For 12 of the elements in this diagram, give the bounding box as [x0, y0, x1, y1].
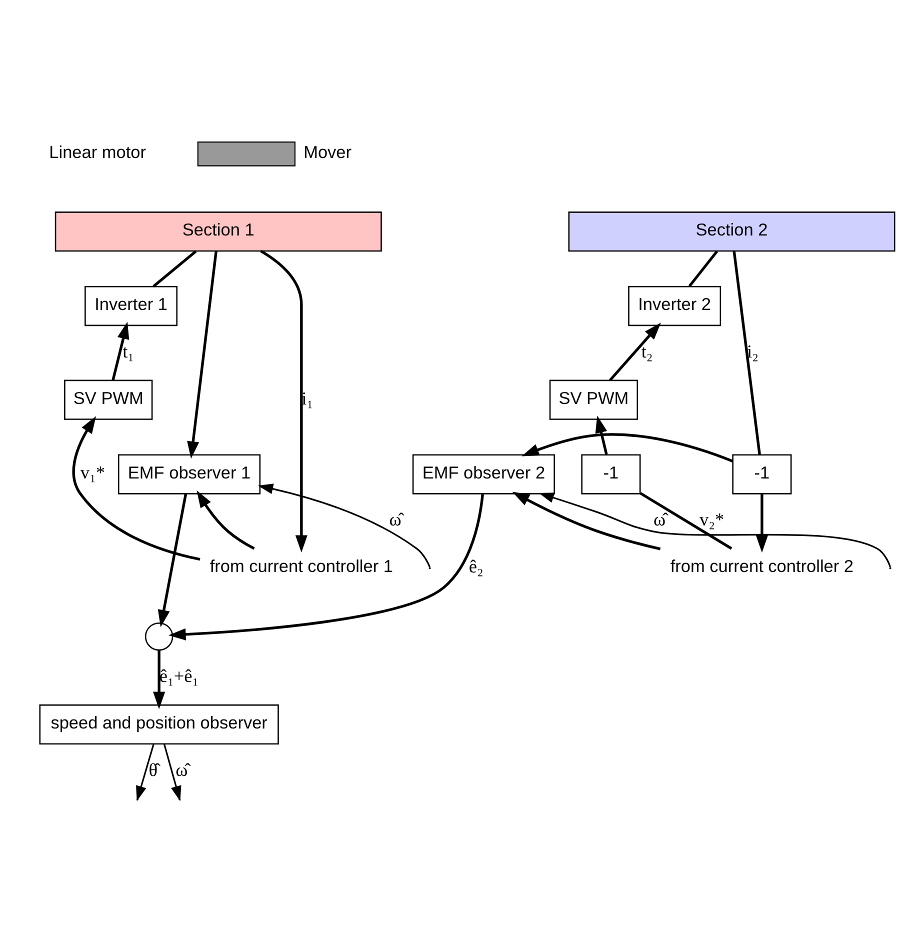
node-text: from current controller 2	[670, 556, 854, 576]
edge-label: t₂	[641, 341, 653, 362]
edge-label: ê₂	[468, 556, 484, 577]
edge-label: v₂*	[699, 510, 724, 530]
node-text: from current controller 1	[210, 556, 393, 576]
edge-label: θ̂	[148, 760, 158, 780]
edge-label: i₂	[747, 341, 759, 362]
label: Linear motor	[49, 142, 146, 162]
legend-label: Mover	[304, 142, 352, 162]
edge-label: v₁*	[80, 462, 106, 483]
edge-label: t₁	[122, 341, 134, 362]
edge-label: ω̂	[653, 510, 666, 530]
